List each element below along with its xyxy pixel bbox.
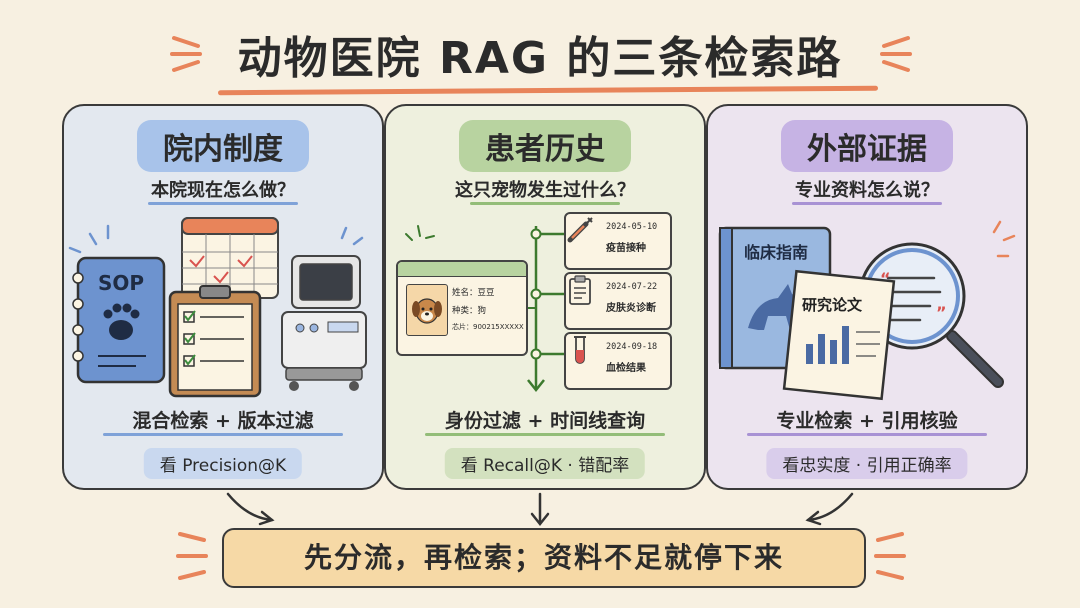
sop-label: SOP (98, 271, 144, 295)
column-patient-history: 患者历史 这只宠物发生过什么？ (384, 104, 706, 490)
question-underline (148, 202, 298, 205)
event-label: 疫苗接种 (606, 243, 646, 254)
ultrasound-machine-icon (281, 255, 367, 391)
method-underline (103, 433, 343, 436)
svg-text:“: “ (880, 269, 891, 288)
column-method: 专业检索 + 引用核验 (776, 410, 958, 432)
column-external-evidence: 外部证据 专业资料怎么说？ 临床指南 “ ” (706, 104, 1028, 490)
book-label: 临床指南 (744, 243, 808, 262)
pet-species: 种类：狗 (452, 306, 487, 316)
question-underline (792, 202, 942, 205)
test-tube-icon (574, 336, 586, 364)
column-question: 本院现在怎么做？ (151, 180, 295, 201)
timeline-event: 2024-05-10 疫苗接种 (564, 212, 672, 270)
method-underline (747, 433, 987, 436)
column-title: 院内制度 (137, 120, 309, 172)
banner-left-spark-icon (176, 532, 208, 580)
policy-illustration: SOP (64, 212, 382, 402)
page-title: 动物医院 RAG 的三条检索路 (237, 33, 843, 84)
svg-text:”: ” (936, 303, 947, 322)
dog-avatar (406, 284, 448, 336)
right-spark-icon (880, 36, 912, 72)
external-evidence-illustration: 临床指南 “ ” 研究论文 (708, 212, 1026, 402)
column-title: 患者历史 (459, 120, 631, 172)
id-card-header (398, 262, 526, 277)
column-internal-policy: 院内制度 本院现在怎么做？ (62, 104, 384, 490)
checklist-clipboard-icon (168, 285, 262, 398)
column-metric: 看忠实度 · 引用正确率 (766, 448, 968, 479)
title-underline (217, 85, 879, 96)
event-date: 2024-09-18 (606, 342, 658, 352)
arrow-right-icon (806, 492, 854, 522)
calendar-icon (181, 217, 279, 299)
left-spark-icon (170, 36, 202, 72)
patient-history-illustration: 姓名：豆豆 种类：狗 芯片：900215XXXXX 2024-05-10 疫苗接… (386, 212, 704, 402)
column-method: 身份过滤 + 时间线查询 (444, 410, 646, 432)
research-paper-icon: 研究论文 (782, 269, 896, 401)
column-title: 外部证据 (781, 120, 953, 172)
method-underline (425, 433, 665, 436)
column-question: 这只宠物发生过什么？ (455, 180, 635, 201)
syringe-icon (567, 217, 593, 243)
column-method: 混合检索 + 版本过滤 (132, 410, 314, 432)
event-label: 皮肤炎诊断 (606, 303, 656, 314)
event-label: 血检结果 (606, 363, 646, 374)
question-underline (470, 202, 620, 205)
pet-chip: 芯片：900215XXXXX (452, 323, 524, 331)
paper-label: 研究论文 (802, 296, 863, 314)
column-question: 专业资料怎么说？ (795, 180, 939, 201)
column-metric: 看 Precision@K (143, 448, 303, 479)
bottom-banner: 先分流，再检索；资料不足就停下来 (222, 528, 866, 588)
banner-right-spark-icon (874, 532, 906, 580)
event-date: 2024-07-22 (606, 282, 658, 292)
arrow-left-icon (226, 492, 274, 522)
dog-icon (412, 298, 442, 324)
timeline-event: 2024-09-18 血检结果 (564, 332, 672, 390)
timeline-event: 2024-07-22 皮肤炎诊断 (564, 272, 672, 330)
sop-binder-icon: SOP (72, 256, 166, 384)
pet-id-card: 姓名：豆豆 种类：狗 芯片：900215XXXXX (396, 260, 528, 356)
pet-name: 姓名：豆豆 (452, 288, 495, 298)
event-date: 2024-05-10 (606, 222, 658, 232)
clipboard-icon (569, 275, 591, 305)
column-metric: 看 Recall@K · 错配率 (444, 448, 646, 479)
flow-arrows (226, 492, 854, 527)
